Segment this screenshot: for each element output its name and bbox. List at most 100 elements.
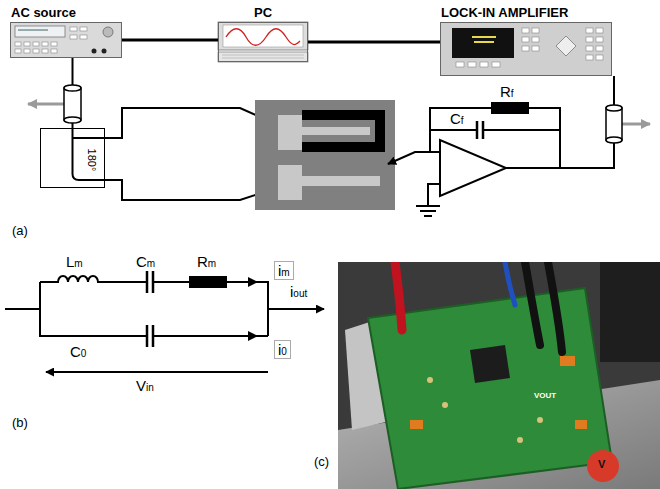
lock-in-device (522, 28, 529, 33)
voltage-label: Vin (136, 378, 154, 393)
lock-in-device (522, 37, 529, 42)
pc-device (218, 22, 308, 50)
resonator-chip (278, 115, 302, 150)
lock-in-device (556, 36, 576, 56)
equivalent-circuit (248, 277, 258, 287)
pc-device (218, 22, 308, 62)
lock-in-device (468, 62, 476, 67)
sticker-marking: V (598, 459, 605, 470)
equivalent-circuit (5, 271, 324, 372)
board-photo (560, 356, 575, 366)
instrument-box: AC source (10, 22, 122, 58)
cable-line (122, 39, 218, 42)
lock-in-device (480, 62, 488, 67)
resonator-chip (302, 127, 370, 135)
board-photo (395, 262, 402, 330)
board-photo (548, 262, 562, 352)
board-photo (537, 417, 543, 423)
current-label: iout (290, 284, 307, 299)
board-photo (517, 437, 523, 443)
lock-in-device (440, 22, 612, 76)
lock-in-device (596, 37, 603, 42)
lock-in-device (596, 28, 603, 33)
ac-source-device (10, 22, 122, 58)
pc-device (222, 55, 304, 58)
ac-source-device (103, 27, 113, 37)
component-label: Cf (450, 111, 464, 126)
resonator-chip (278, 165, 302, 200)
amplifier-circuit (492, 103, 528, 113)
ac-source-device (10, 22, 122, 58)
coax-connector (606, 105, 622, 111)
ac-source-device (70, 35, 77, 39)
equivalent-circuit (248, 331, 258, 341)
board-photo (410, 420, 423, 429)
lock-in-device (532, 46, 539, 51)
resonator-chip (255, 100, 395, 210)
coax-connector (606, 105, 650, 143)
splitter-box: 180° (40, 128, 105, 188)
lock-in-device (456, 62, 464, 67)
lock-in-device (472, 36, 496, 38)
ac-source-device (42, 49, 48, 53)
ac-source-device (51, 49, 57, 53)
component-label: Cm (136, 254, 155, 269)
current-label: im (274, 261, 294, 280)
equivalent-circuit (153, 281, 190, 283)
pc-device (226, 29, 300, 46)
equivalent-circuit (40, 276, 147, 282)
ac-source-device (18, 29, 48, 31)
panel-label: (a) (12, 224, 28, 237)
panel-label: (c) (314, 455, 329, 468)
lock-in-device (532, 28, 539, 33)
lock-in-device (586, 55, 593, 60)
equivalent-circuit (5, 308, 40, 310)
instrument-heading: PC (254, 5, 272, 20)
board-photo (505, 262, 515, 305)
ac-source-device (102, 49, 107, 54)
board-photo (470, 345, 510, 383)
phase-label: 180° (86, 149, 98, 172)
amplifier-circuit (430, 108, 560, 168)
ac-source-device (80, 27, 87, 31)
ac-source-device (24, 49, 30, 53)
ac-source-device (70, 27, 77, 31)
coax-connector (606, 137, 622, 143)
amplifier-circuit (416, 184, 440, 216)
ac-source-device (33, 49, 39, 53)
coax-connector (64, 85, 81, 91)
lock-in-device (586, 37, 593, 42)
cable-line (308, 41, 440, 44)
coax-connector (606, 108, 622, 140)
resonator-chip (302, 110, 385, 152)
resonator-chip (255, 100, 395, 210)
lock-in-device (532, 37, 539, 42)
resonator-chip (302, 176, 380, 186)
lock-in-device (522, 46, 529, 51)
instrument-box: LOCK-IN AMPLIFIER (440, 22, 612, 76)
lock-in-device (474, 41, 494, 43)
board-photo (442, 402, 448, 408)
ac-source-device (92, 49, 97, 54)
panel-label: (b) (12, 416, 28, 429)
amplifier-circuit (477, 121, 483, 139)
pc-device (218, 52, 308, 62)
board-photo (587, 450, 619, 482)
component-label: Rf (500, 84, 514, 99)
coax-connector (64, 117, 81, 123)
equivalent-circuit (147, 271, 153, 293)
ac-source-device (33, 42, 39, 46)
board-photo (575, 420, 587, 429)
board-photo (427, 377, 433, 383)
lock-in-device (440, 22, 612, 76)
coax-connector (622, 123, 650, 126)
ac-source-device (15, 26, 65, 37)
equivalent-circuit (190, 277, 226, 287)
amplifier-circuit (388, 76, 614, 216)
ac-source-device (80, 35, 87, 39)
lock-in-device (596, 46, 603, 51)
board-marking: VOUT (534, 392, 556, 400)
lock-in-device (596, 55, 603, 60)
